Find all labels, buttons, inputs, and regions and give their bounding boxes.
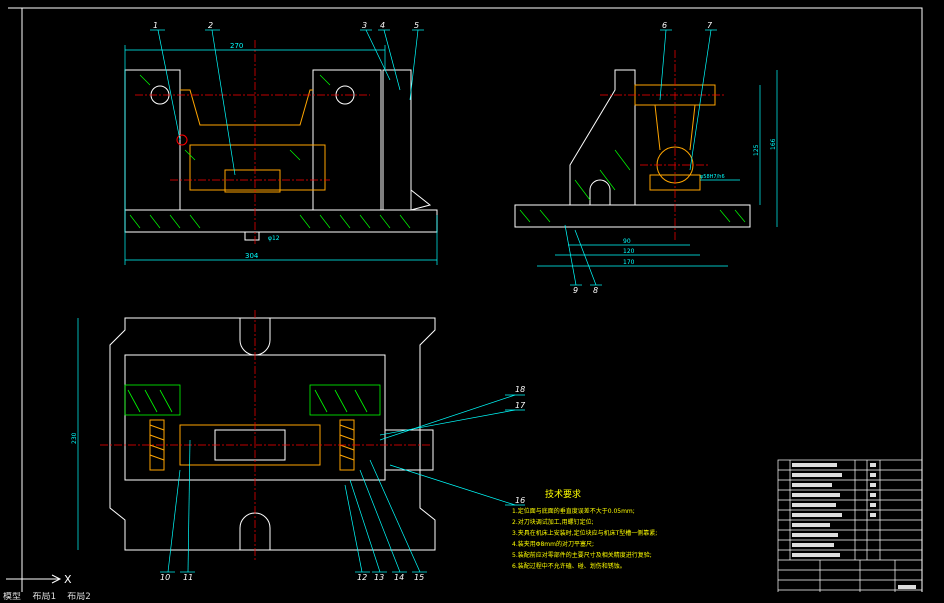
side-hatch: [519, 149, 746, 223]
title-block: [777, 459, 923, 599]
balloon-3: 3: [362, 21, 367, 30]
side-view: [514, 69, 751, 228]
requirement-5: 5.装配前应对零部件的主要尺寸及相关精度进行复验;: [512, 551, 652, 559]
requirement-3: 3.夹具在机床上安装时,定位块应与机床T型槽一侧靠紧;: [512, 529, 657, 537]
dim-side-fit: φ58H7/h6: [700, 174, 725, 180]
plan-leaders: [160, 394, 525, 573]
ucs-x-label: X: [64, 573, 72, 586]
balloon-14: 14: [394, 573, 404, 582]
dim-plan-h: 230: [71, 432, 78, 444]
side-dimensions: [537, 70, 778, 267]
tab-model[interactable]: 模型: [3, 592, 22, 602]
requirement-1: 1.定位面与底面的垂直度误差不大于0.05mm;: [512, 507, 635, 515]
side-centerlines: [600, 50, 725, 240]
front-dimensions: [124, 45, 438, 265]
balloon-6: 6: [662, 21, 667, 30]
balloon-5: 5: [414, 21, 419, 30]
balloon-13: 13: [374, 573, 384, 582]
balloon-1: 1: [153, 21, 158, 30]
tech-requirements-title: 技术要求: [545, 488, 581, 500]
plan-centerlines: [100, 310, 430, 560]
dim-front-hole: φ12: [268, 235, 280, 242]
requirement-4: 4.装夹用Φ8mm的对刀平塞尺;: [512, 540, 594, 548]
front-view: [124, 69, 438, 241]
dim-side-w1: 90: [623, 238, 631, 245]
balloon-18: 18: [515, 385, 525, 394]
plan-hatch: [124, 384, 381, 416]
tech-requirements-list: 1.定位面与底面的垂直度误差不大于0.05mm; 2.对刀块调试加工,用螺钉定位…: [512, 507, 657, 570]
balloon-15: 15: [414, 573, 424, 582]
side-leaders: [564, 29, 717, 286]
balloon-11: 11: [183, 573, 193, 582]
balloon-7: 7: [707, 21, 713, 30]
dim-front-top: 270: [230, 42, 243, 50]
drawing-frame: [21, 7, 923, 599]
balloon-8: 8: [593, 286, 598, 295]
front-leaders: [150, 29, 424, 176]
dim-side-h1: 125: [753, 144, 760, 156]
balloon-16: 16: [515, 496, 525, 505]
title-block-entries: [792, 463, 916, 589]
dim-side-h2: 166: [770, 138, 777, 150]
tab-layout1[interactable]: 布局1: [32, 592, 56, 602]
balloon-10: 10: [160, 573, 170, 582]
dim-front-bottom: 304: [245, 252, 259, 260]
requirement-2: 2.对刀块调试加工,用螺钉定位;: [512, 518, 594, 526]
requirement-6: 6.装配过程中不允许磕、碰、划伤和锈蚀。: [512, 562, 626, 570]
dim-side-w2: 120: [623, 248, 635, 255]
balloon-4: 4: [380, 21, 385, 30]
tab-layout2[interactable]: 布局2: [67, 592, 91, 602]
ucs-icon: [6, 574, 62, 584]
front-centerlines: [135, 40, 370, 245]
front-hatch: [129, 74, 411, 229]
balloon-12: 12: [357, 573, 367, 582]
balloon-17: 17: [515, 401, 526, 410]
balloon-9: 9: [573, 286, 578, 295]
layout-tabs-bar: 模型 布局1 布局2: [0, 592, 944, 603]
balloon-2: 2: [208, 21, 213, 30]
dim-side-w3: 170: [623, 259, 635, 266]
